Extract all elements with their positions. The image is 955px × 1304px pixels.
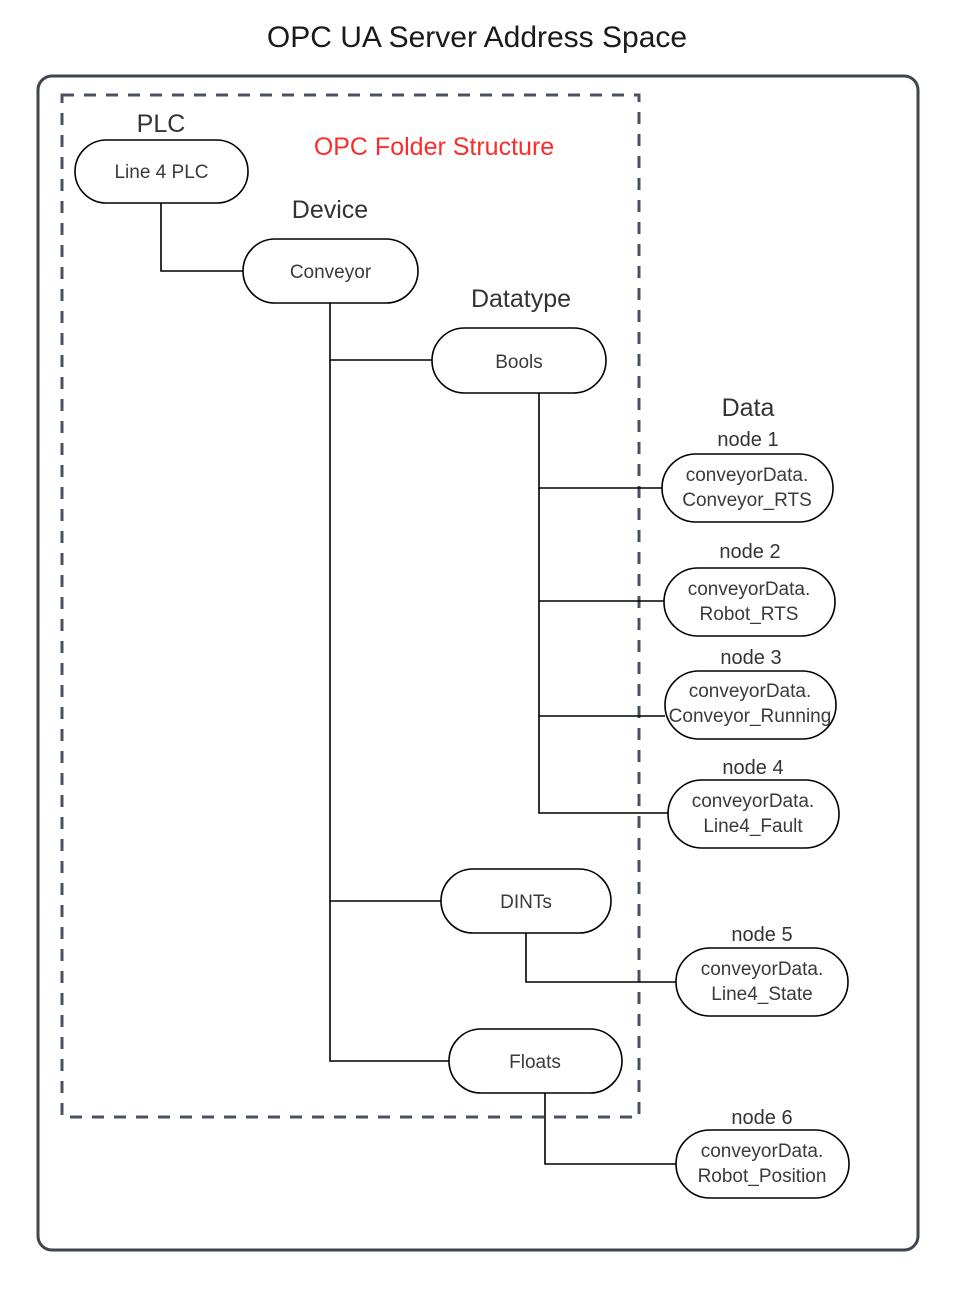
- edge-bools-to-node2: [538, 488, 664, 602]
- group-label-plc: PLC: [137, 110, 186, 138]
- node-floats[interactable]: Floats: [448, 1028, 623, 1094]
- node-conveyor-shape: [242, 238, 419, 304]
- node-dints[interactable]: DINTs: [440, 868, 612, 934]
- node-node3-line1: conveyorData.: [689, 681, 812, 702]
- node-node5-shape: [675, 947, 849, 1017]
- node-node5-caption: node 5: [731, 924, 792, 946]
- node-node4-shape: [667, 779, 840, 849]
- node-node2-shape: [663, 567, 836, 637]
- node-line4plc-shape: [74, 139, 249, 204]
- node-node3-line2: Conveyor_Running: [669, 706, 832, 727]
- node-node4-line2: Line4_Fault: [703, 816, 803, 837]
- node-node1-line1: conveyorData.: [686, 465, 809, 486]
- opc-folder-structure-title: OPC Folder Structure: [314, 133, 554, 161]
- node-node3-caption: node 3: [720, 647, 781, 669]
- edge-bools-to-node4: [538, 716, 668, 814]
- node-node2-line2: Robot_RTS: [700, 604, 799, 625]
- group-label-device: Device: [292, 196, 368, 224]
- node-bools-shape: [431, 327, 607, 394]
- node-conveyor-label: Conveyor: [290, 262, 372, 283]
- node-node2-line1: conveyorData.: [688, 579, 811, 600]
- node-line4plc[interactable]: Line 4 PLC: [74, 139, 249, 204]
- node-dints-shape: [440, 868, 612, 934]
- group-label-datatype: Datatype: [471, 285, 571, 313]
- node-node4-caption: node 4: [722, 757, 783, 779]
- edge-line4plc-to-conveyor: [160, 203, 243, 272]
- group-label-data: Data: [722, 394, 775, 422]
- node-node4-line1: conveyorData.: [692, 791, 815, 812]
- node-node3-shape: [664, 670, 837, 740]
- node-bools[interactable]: Bools: [431, 327, 607, 394]
- node-node5[interactable]: node 5 conveyorData. Line4_State: [675, 924, 849, 1017]
- edge-dints-to-node5: [525, 933, 676, 983]
- node-bools-label: Bools: [495, 352, 543, 373]
- opc-folder-dashed-frame: [60, 93, 641, 1119]
- node-floats-shape: [448, 1028, 623, 1094]
- edge-conveyor-to-floats: [329, 901, 449, 1062]
- node-node1-caption: node 1: [717, 429, 778, 451]
- node-node5-line2: Line4_State: [711, 984, 812, 1005]
- node-node6-line1: conveyorData.: [701, 1141, 824, 1162]
- node-node6-shape: [675, 1129, 850, 1199]
- page-title: OPC UA Server Address Space: [267, 21, 687, 54]
- node-node6[interactable]: node 6 conveyorData. Robot_Position: [675, 1107, 850, 1199]
- node-node6-line2: Robot_Position: [698, 1166, 827, 1187]
- edge-conveyor-to-dints: [329, 360, 441, 902]
- edge-conveyor-to-bools: [329, 303, 432, 361]
- node-node4[interactable]: node 4 conveyorData. Line4_Fault: [667, 757, 840, 849]
- edge-bools-to-node3: [538, 601, 665, 717]
- node-node1[interactable]: node 1 conveyorData. Conveyor_RTS: [661, 429, 834, 523]
- node-node6-caption: node 6: [731, 1107, 792, 1129]
- node-node2[interactable]: node 2 conveyorData. Robot_RTS: [663, 541, 836, 637]
- node-node1-shape: [661, 453, 834, 523]
- node-node1-line2: Conveyor_RTS: [682, 490, 812, 511]
- node-line4plc-label: Line 4 PLC: [114, 162, 208, 183]
- node-floats-label: Floats: [509, 1052, 561, 1073]
- outer-frame: [36, 74, 920, 1252]
- node-node3[interactable]: node 3 conveyorData. Conveyor_Running: [664, 647, 837, 740]
- node-node2-caption: node 2: [719, 541, 780, 563]
- node-conveyor[interactable]: Conveyor: [242, 238, 419, 304]
- edge-bools-to-node1: [538, 393, 662, 489]
- node-node5-line1: conveyorData.: [701, 959, 824, 980]
- node-dints-label: DINTs: [500, 892, 552, 913]
- edge-floats-to-node6: [544, 1093, 676, 1165]
